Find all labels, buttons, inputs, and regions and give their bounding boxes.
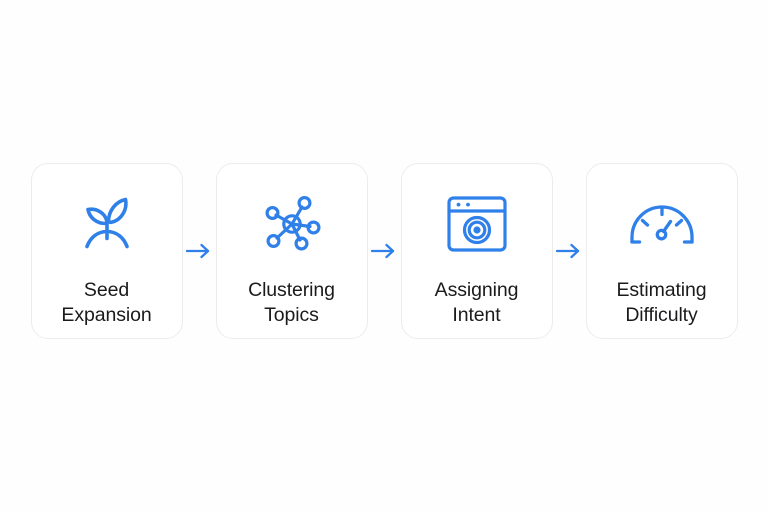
sprout-icon [64,188,150,260]
gauge-icon [619,188,705,260]
browser-target-icon [434,188,520,260]
step-card-assigning-intent[interactable]: Assigning Intent [400,163,553,339]
step-card-estimating-difficulty[interactable]: Estimating Difficulty [585,163,738,339]
step-label-assigning-intent: Assigning Intent [434,279,519,326]
step-label-clustering-topics: Clustering Topics [248,279,335,326]
network-nodes-icon [249,188,335,260]
step-card-clustering-topics[interactable]: Clustering Topics [215,163,368,339]
pipeline-flow-row: Seed Expansion [0,163,768,339]
arrow-right-icon-1 [183,163,216,339]
arrow-right-icon-2 [368,163,401,339]
step-card-seed-expansion[interactable]: Seed Expansion [30,163,183,339]
step-label-estimating-difficulty: Estimating Difficulty [616,279,707,326]
step-label-seed-expansion: Seed Expansion [61,279,152,326]
arrow-right-icon-3 [553,163,586,339]
